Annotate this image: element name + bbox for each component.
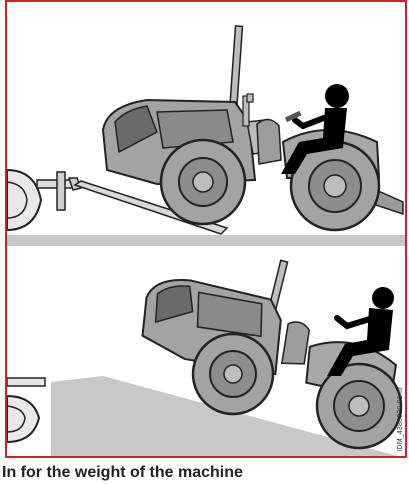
- panel-ramp: IDM_4380320.01.tif: [7, 246, 405, 458]
- image-reference-code: IDM_4380320.01.tif: [397, 387, 404, 452]
- tractor-ramp-illustration: [7, 246, 405, 458]
- front-wheel-ramp: [193, 334, 273, 414]
- rear-wheel-ramp: [317, 364, 401, 448]
- front-wheel: [161, 140, 245, 224]
- trailer-wheel: [7, 170, 41, 230]
- illustration-frame: IDM_4380320.01.tif: [5, 0, 407, 458]
- panel-flat-ground: [7, 2, 405, 235]
- tractor-flat-illustration: [7, 2, 405, 235]
- ground-line-top: [7, 235, 405, 246]
- caption-text: In for the weight of the machine: [0, 462, 409, 484]
- trailer-platform: [7, 378, 45, 442]
